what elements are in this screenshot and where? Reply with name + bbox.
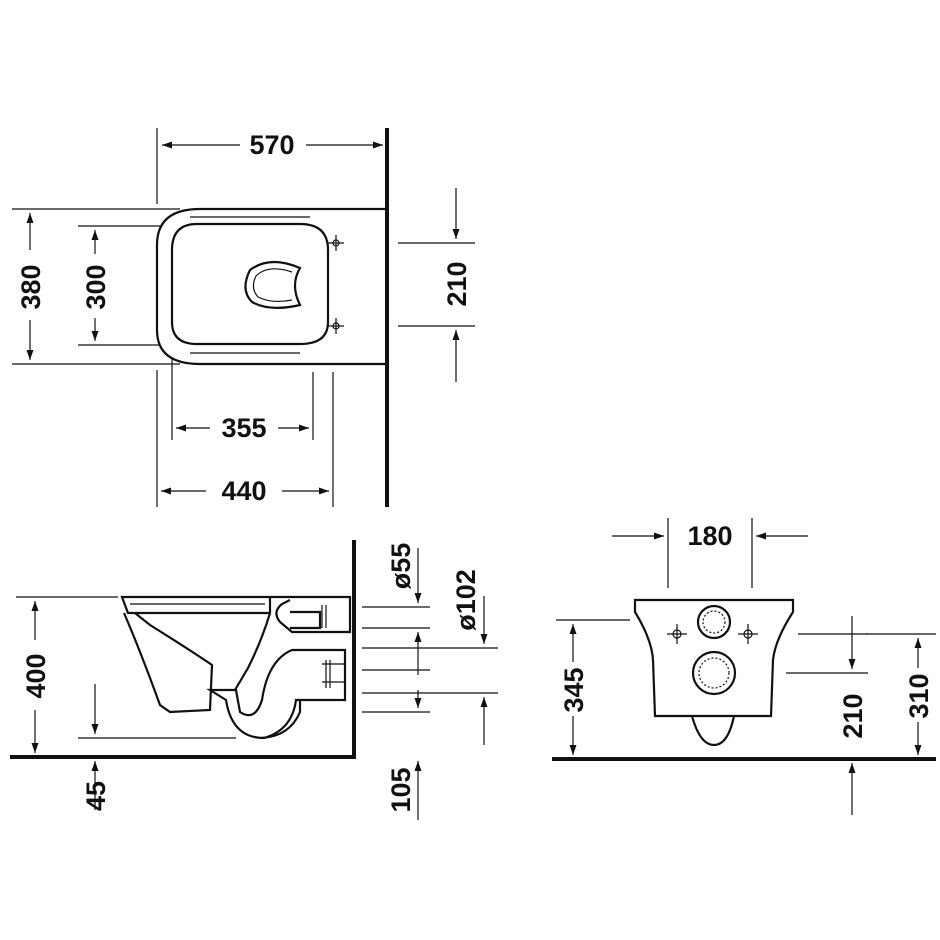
dim-o102-label: ø102: [451, 569, 481, 631]
side-view-trapway: [206, 648, 347, 740]
inlet-icon: [696, 604, 732, 640]
dim-380-label: 380: [16, 264, 46, 309]
dim-180-label: 180: [687, 521, 732, 551]
fixing-mark-icon: [738, 624, 758, 644]
outlet-icon: [691, 650, 737, 696]
dim-440-label: 440: [221, 476, 266, 506]
dim-210-top-label: 210: [442, 261, 472, 306]
dim-210-rear-label: 210: [838, 693, 868, 738]
fixing-mark-icon: [667, 624, 687, 644]
side-view-bowl-front: [122, 612, 214, 714]
dim-105-label: 105: [386, 767, 416, 812]
dim-570-label: 570: [249, 130, 294, 160]
dim-300-label: 300: [81, 264, 111, 309]
dim-o55-label: ø55: [386, 543, 416, 590]
top-view-bowl-outline: [155, 207, 385, 366]
rear-view: 180 345 210 310: [552, 518, 936, 815]
dim-400-label: 400: [21, 653, 51, 698]
rear-view-bottom-curve: [690, 715, 736, 747]
top-view: 570 380 300 210 355 440: [12, 128, 475, 507]
dim-355-label: 355: [221, 413, 266, 443]
dim-345-label: 345: [559, 667, 589, 712]
rear-view-body: [633, 598, 795, 718]
top-view-outlet-inner: [252, 268, 293, 303]
side-view: 400 45 ø55 ø102 105: [10, 540, 498, 820]
side-view-rear-body: [270, 595, 352, 634]
top-view-bowl-inner: [170, 222, 330, 346]
dim-45-label: 45: [81, 781, 111, 811]
dim-310-label: 310: [904, 673, 934, 718]
side-view-rim: [120, 595, 272, 615]
fixing-mark-icon: [328, 318, 344, 334]
fixing-mark-icon: [328, 235, 344, 251]
top-view-outlet: [244, 260, 302, 309]
